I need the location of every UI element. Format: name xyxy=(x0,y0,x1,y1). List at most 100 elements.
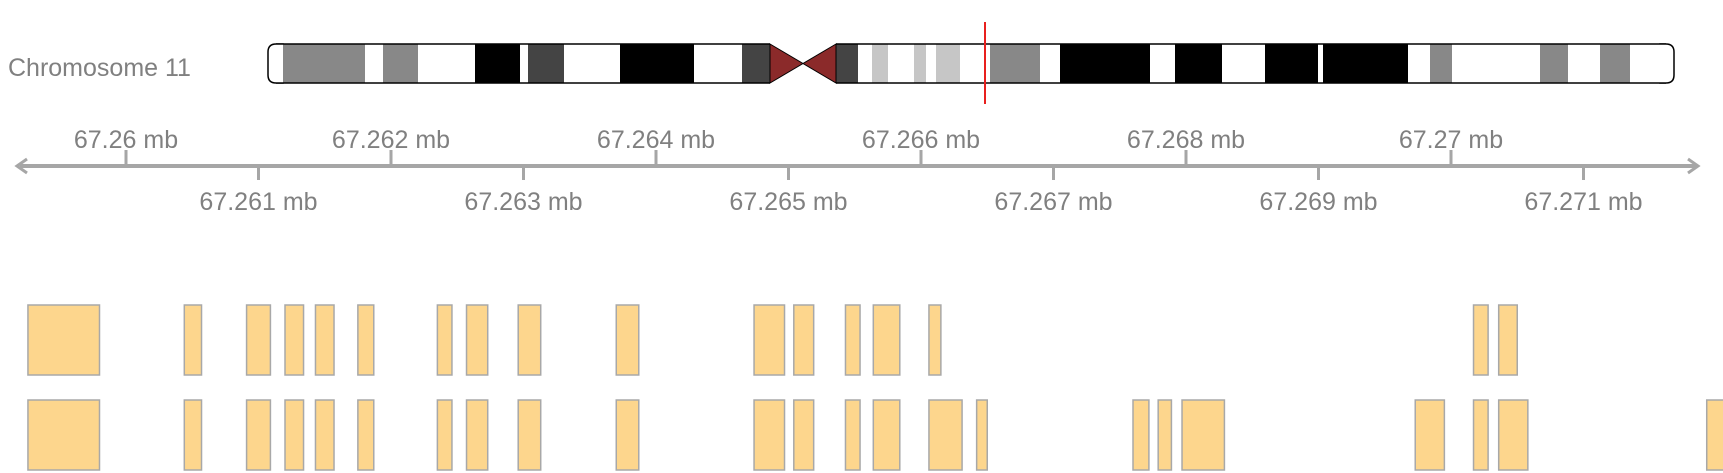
exon-block[interactable] xyxy=(517,399,542,471)
exon-block[interactable] xyxy=(27,304,101,376)
chromosome-band-gneg xyxy=(1408,44,1430,83)
exon-block[interactable] xyxy=(872,399,901,471)
exon-block[interactable] xyxy=(517,304,542,376)
chromosome-band-gpos100 xyxy=(1323,44,1408,83)
exon-block[interactable] xyxy=(844,304,861,376)
exon-block[interactable] xyxy=(928,304,942,376)
chromosome-band-gneg xyxy=(926,44,936,83)
exon-block[interactable] xyxy=(314,304,335,376)
genome-axis: 67.26 mb 67.262 mb 67.264 mb 67.266 mb 67.26… xyxy=(14,126,1701,216)
exon-block[interactable] xyxy=(928,399,963,471)
centromere-p-arm xyxy=(769,43,804,84)
exon-block[interactable] xyxy=(1497,399,1529,471)
exon-block[interactable] xyxy=(1472,304,1489,376)
chromosome-band-gpos100 xyxy=(1060,44,1150,83)
exon-block[interactable] xyxy=(753,304,786,376)
exon-block[interactable] xyxy=(1181,399,1226,471)
exon-block[interactable] xyxy=(27,399,101,471)
exon-block[interactable] xyxy=(1414,399,1446,471)
chromosome-band-gpos75 xyxy=(836,44,858,83)
exon-block[interactable] xyxy=(615,304,640,376)
chromosome-band-gpos75 xyxy=(742,44,770,83)
exon-block[interactable] xyxy=(465,399,489,471)
chromosome-band-gpos100 xyxy=(475,44,520,83)
tick-label-upper: 67.262 mb xyxy=(332,126,450,154)
ideogram-panel: Chromosome 11 xyxy=(8,22,1675,104)
chromosome-band-gneg xyxy=(1222,44,1265,83)
exon-block[interactable] xyxy=(245,399,272,471)
chromosome-band-gneg xyxy=(1568,44,1600,83)
exon-block[interactable] xyxy=(284,304,305,376)
tick-label-lower: 67.267 mb xyxy=(994,188,1112,216)
exon-block[interactable] xyxy=(1132,399,1150,471)
chromosome-band-gpos50 xyxy=(1540,44,1568,83)
chromosome-ideogram xyxy=(267,22,1675,104)
exon-block[interactable] xyxy=(872,304,901,376)
exon-block[interactable] xyxy=(436,304,453,376)
chromosome-band-gneg xyxy=(1150,44,1175,83)
exon-block[interactable] xyxy=(357,304,375,376)
chromosome-band-gpos50 xyxy=(283,44,365,83)
chromosome-band-gpos50 xyxy=(990,44,1040,83)
transcript-track-1 xyxy=(27,304,1518,376)
exon-block[interactable] xyxy=(615,399,640,471)
exon-block[interactable] xyxy=(844,399,861,471)
tick-label-lower: 67.265 mb xyxy=(729,188,847,216)
exon-block[interactable] xyxy=(284,399,305,471)
chromosome-band-gneg xyxy=(888,44,914,83)
axis-ticks-lower: 67.261 mb 67.263 mb 67.265 mb 67.267 mb 67.2… xyxy=(199,166,1643,216)
exon-block[interactable] xyxy=(436,399,453,471)
centromere-q-arm xyxy=(802,43,837,84)
chromosome-band-gneg xyxy=(858,44,872,83)
chromosome-band-gpos50 xyxy=(1600,44,1630,83)
exon-block[interactable] xyxy=(1157,399,1173,471)
exon-block[interactable] xyxy=(1472,399,1489,471)
tick-label-upper: 67.27 mb xyxy=(1399,126,1503,154)
chromosome-band-gneg xyxy=(418,44,475,83)
exon-block[interactable] xyxy=(465,304,489,376)
chromosome-band-gpos50 xyxy=(1430,44,1452,83)
exon-block[interactable] xyxy=(793,304,815,376)
exon-block[interactable] xyxy=(357,399,375,471)
chromosome-band-gpos50 xyxy=(383,44,418,83)
chromosome-band-gneg xyxy=(520,44,528,83)
chromosome-band-gpos25 xyxy=(914,44,926,83)
chromosome-band-gneg xyxy=(1040,44,1060,83)
chromosome-band-gneg xyxy=(276,44,283,83)
exon-block[interactable] xyxy=(975,399,989,471)
chromosome-band-gpos25 xyxy=(936,44,960,83)
tick-label-upper: 67.264 mb xyxy=(597,126,715,154)
exon-block[interactable] xyxy=(183,399,203,471)
chromosome-band-gpos25 xyxy=(872,44,888,83)
chromosome-label: Chromosome 11 xyxy=(8,54,191,82)
exon-block[interactable] xyxy=(753,399,786,471)
exon-block[interactable] xyxy=(314,399,335,471)
transcript-tracks xyxy=(27,304,1723,471)
tick-label-lower: 67.271 mb xyxy=(1524,188,1642,216)
tick-label-upper: 67.26 mb xyxy=(74,126,178,154)
tick-label-lower: 67.263 mb xyxy=(464,188,582,216)
chromosome-band-gpos100 xyxy=(1265,44,1318,83)
chromosome-band-gpos100 xyxy=(620,44,694,83)
tick-label-lower: 67.269 mb xyxy=(1259,188,1377,216)
axis-arrow-left xyxy=(14,157,28,175)
tick-label-lower: 67.261 mb xyxy=(199,188,317,216)
tick-label-upper: 67.266 mb xyxy=(862,126,980,154)
chromosome-band-gneg xyxy=(1452,44,1540,83)
axis-ticks-upper: 67.26 mb 67.262 mb 67.264 mb 67.266 mb 67.26… xyxy=(74,126,1503,166)
exon-block[interactable] xyxy=(793,399,815,471)
axis-arrow-right xyxy=(1687,157,1701,175)
exon-block[interactable] xyxy=(1497,304,1518,376)
tick-label-upper: 67.268 mb xyxy=(1127,126,1245,154)
chromosome-band-gneg xyxy=(694,44,742,83)
chromosome-band-gpos75 xyxy=(528,44,564,83)
transcript-track-2 xyxy=(27,399,1723,471)
chromosome-band-gneg xyxy=(1630,44,1666,83)
exon-block[interactable] xyxy=(183,304,203,376)
chromosome-band-gpos100 xyxy=(1175,44,1222,83)
chromosome-band-gneg xyxy=(365,44,383,83)
exon-block[interactable] xyxy=(1705,399,1723,471)
exon-block[interactable] xyxy=(245,304,272,376)
chromosome-band-gneg xyxy=(564,44,620,83)
